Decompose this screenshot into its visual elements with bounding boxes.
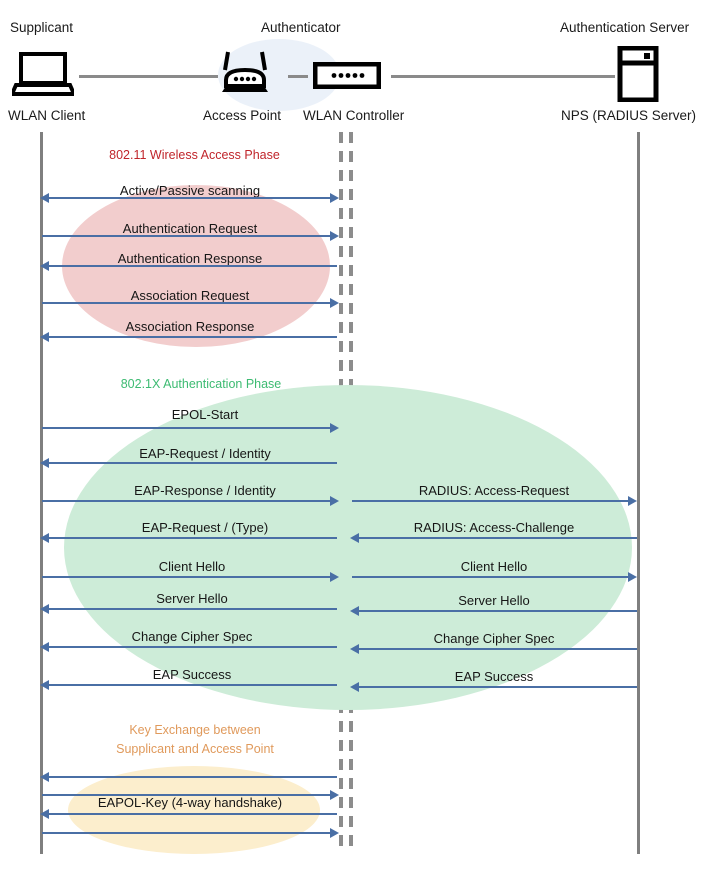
phase-caption-dot1x-authentication: 802.1X Authentication Phase bbox=[120, 377, 282, 391]
actor-label-wlan-client: WLAN Client bbox=[8, 108, 86, 123]
arrow-head-p2l-2 bbox=[330, 496, 339, 506]
arrow-head-p2r-3 bbox=[350, 606, 359, 616]
message-arrow-p3-2 bbox=[48, 813, 337, 815]
arrow-head-p2l-5 bbox=[40, 604, 49, 614]
message-label-p1-2: Authentication Response bbox=[117, 251, 263, 266]
message-label-p2r-5: EAP Success bbox=[454, 669, 534, 684]
message-arrow-p3-3 bbox=[42, 832, 331, 834]
message-label-p1-4: Association Response bbox=[125, 319, 255, 334]
message-arrow-p1-0 bbox=[48, 197, 331, 199]
arrow-head-p2l-3 bbox=[40, 533, 49, 543]
message-label-p2r-0: RADIUS: Access-Request bbox=[418, 483, 570, 498]
actor-title-authentication-server: Authentication Server bbox=[560, 20, 690, 35]
message-arrow-p3-1 bbox=[42, 794, 331, 796]
arrow-head-p3-2 bbox=[40, 809, 49, 819]
phase-caption-wireless-access: 802.11 Wireless Access Phase bbox=[109, 148, 280, 162]
message-label-p2r-3: Server Hello bbox=[458, 593, 530, 608]
arrow-head-p3-1 bbox=[330, 790, 339, 800]
message-arrow-p2l-1 bbox=[48, 462, 337, 464]
message-label-p2l-5: Server Hello bbox=[156, 591, 228, 606]
message-arrow-p2l-4 bbox=[42, 576, 331, 578]
arrow-head-p1-0-left bbox=[40, 193, 49, 203]
message-label-p2r-2: Client Hello bbox=[460, 559, 528, 574]
message-arrow-p1-3 bbox=[42, 302, 331, 304]
arrow-head-p2r-4 bbox=[350, 644, 359, 654]
arrow-head-p3-0 bbox=[40, 772, 49, 782]
message-label-p2l-2: EAP-Response / Identity bbox=[134, 483, 276, 498]
phase-blob-key-exchange bbox=[68, 766, 320, 854]
message-arrow-p2l-7 bbox=[48, 684, 337, 686]
arrow-head-p2l-0 bbox=[330, 423, 339, 433]
message-arrow-p2r-5 bbox=[358, 686, 637, 688]
arrow-head-p2l-1 bbox=[40, 458, 49, 468]
message-label-p2l-7: EAP Success bbox=[152, 667, 232, 682]
message-arrow-p3-0 bbox=[48, 776, 337, 778]
actor-label-nps-radius-server: NPS (RADIUS Server) bbox=[561, 108, 697, 123]
arrow-head-p2l-4 bbox=[330, 572, 339, 582]
wire-controller-to-server bbox=[391, 75, 615, 78]
laptop-icon bbox=[8, 52, 78, 96]
message-arrow-p2r-0 bbox=[352, 500, 629, 502]
arrow-head-p1-3 bbox=[330, 298, 339, 308]
lifeline-supplicant bbox=[40, 132, 43, 854]
message-arrow-p2r-4 bbox=[358, 648, 637, 650]
lifeline-authentication-server bbox=[637, 132, 640, 854]
message-arrow-p2r-3 bbox=[358, 610, 637, 612]
wire-ap-to-controller bbox=[288, 75, 308, 78]
actor-label-access-point: Access Point bbox=[203, 108, 282, 123]
arrow-head-p2r-2 bbox=[628, 572, 637, 582]
message-label-p1-3: Association Request bbox=[130, 288, 250, 303]
message-label-p2l-1: EAP-Request / Identity bbox=[139, 446, 271, 461]
phase-caption-key-exchange-line1: Key Exchange between bbox=[129, 723, 261, 737]
arrow-head-p1-4 bbox=[40, 332, 49, 342]
message-arrow-p2l-2 bbox=[42, 500, 331, 502]
phase-blob-dot1x-authentication bbox=[64, 385, 632, 710]
arrow-head-p2r-0 bbox=[628, 496, 637, 506]
message-label-p3-0: EAPOL-Key (4-way handshake) bbox=[97, 795, 283, 810]
message-arrow-p2l-3 bbox=[48, 537, 337, 539]
arrow-head-p2l-7 bbox=[40, 680, 49, 690]
message-label-p2l-3: EAP-Request / (Type) bbox=[141, 520, 269, 535]
message-arrow-p2l-0 bbox=[42, 427, 331, 429]
message-arrow-p1-4 bbox=[48, 336, 337, 338]
actor-label-wlan-controller: WLAN Controller bbox=[303, 108, 405, 123]
message-label-p1-0: Active/Passive scanning bbox=[119, 183, 261, 198]
wire-client-to-ap bbox=[79, 75, 218, 78]
arrow-head-p3-3 bbox=[330, 828, 339, 838]
arrow-head-p1-0-right bbox=[330, 193, 339, 203]
message-arrow-p1-1 bbox=[42, 235, 331, 237]
message-label-p2l-6: Change Cipher Spec bbox=[131, 629, 253, 644]
wlan-controller-icon bbox=[312, 61, 382, 90]
arrow-head-p2r-5 bbox=[350, 682, 359, 692]
server-icon bbox=[617, 45, 659, 103]
arrow-head-p2l-6 bbox=[40, 642, 49, 652]
phase-caption-key-exchange-line2: Supplicant and Access Point bbox=[116, 742, 274, 756]
access-point-icon bbox=[214, 50, 276, 96]
message-label-p2l-0: EPOL-Start bbox=[171, 407, 239, 422]
message-label-p2l-4: Client Hello bbox=[158, 559, 226, 574]
message-label-p2r-4: Change Cipher Spec bbox=[433, 631, 555, 646]
actor-title-supplicant: Supplicant bbox=[10, 20, 74, 35]
arrow-head-p1-2 bbox=[40, 261, 49, 271]
message-arrow-p1-2 bbox=[48, 265, 337, 267]
arrow-head-p1-1 bbox=[330, 231, 339, 241]
message-label-p2r-1: RADIUS: Access-Challenge bbox=[413, 520, 575, 535]
message-arrow-p2r-1 bbox=[358, 537, 637, 539]
message-arrow-p2l-6 bbox=[48, 646, 337, 648]
message-label-p1-1: Authentication Request bbox=[122, 221, 258, 236]
message-arrow-p2r-2 bbox=[352, 576, 629, 578]
arrow-head-p2r-1 bbox=[350, 533, 359, 543]
message-arrow-p2l-5 bbox=[48, 608, 337, 610]
actor-title-authenticator: Authenticator bbox=[261, 20, 341, 35]
